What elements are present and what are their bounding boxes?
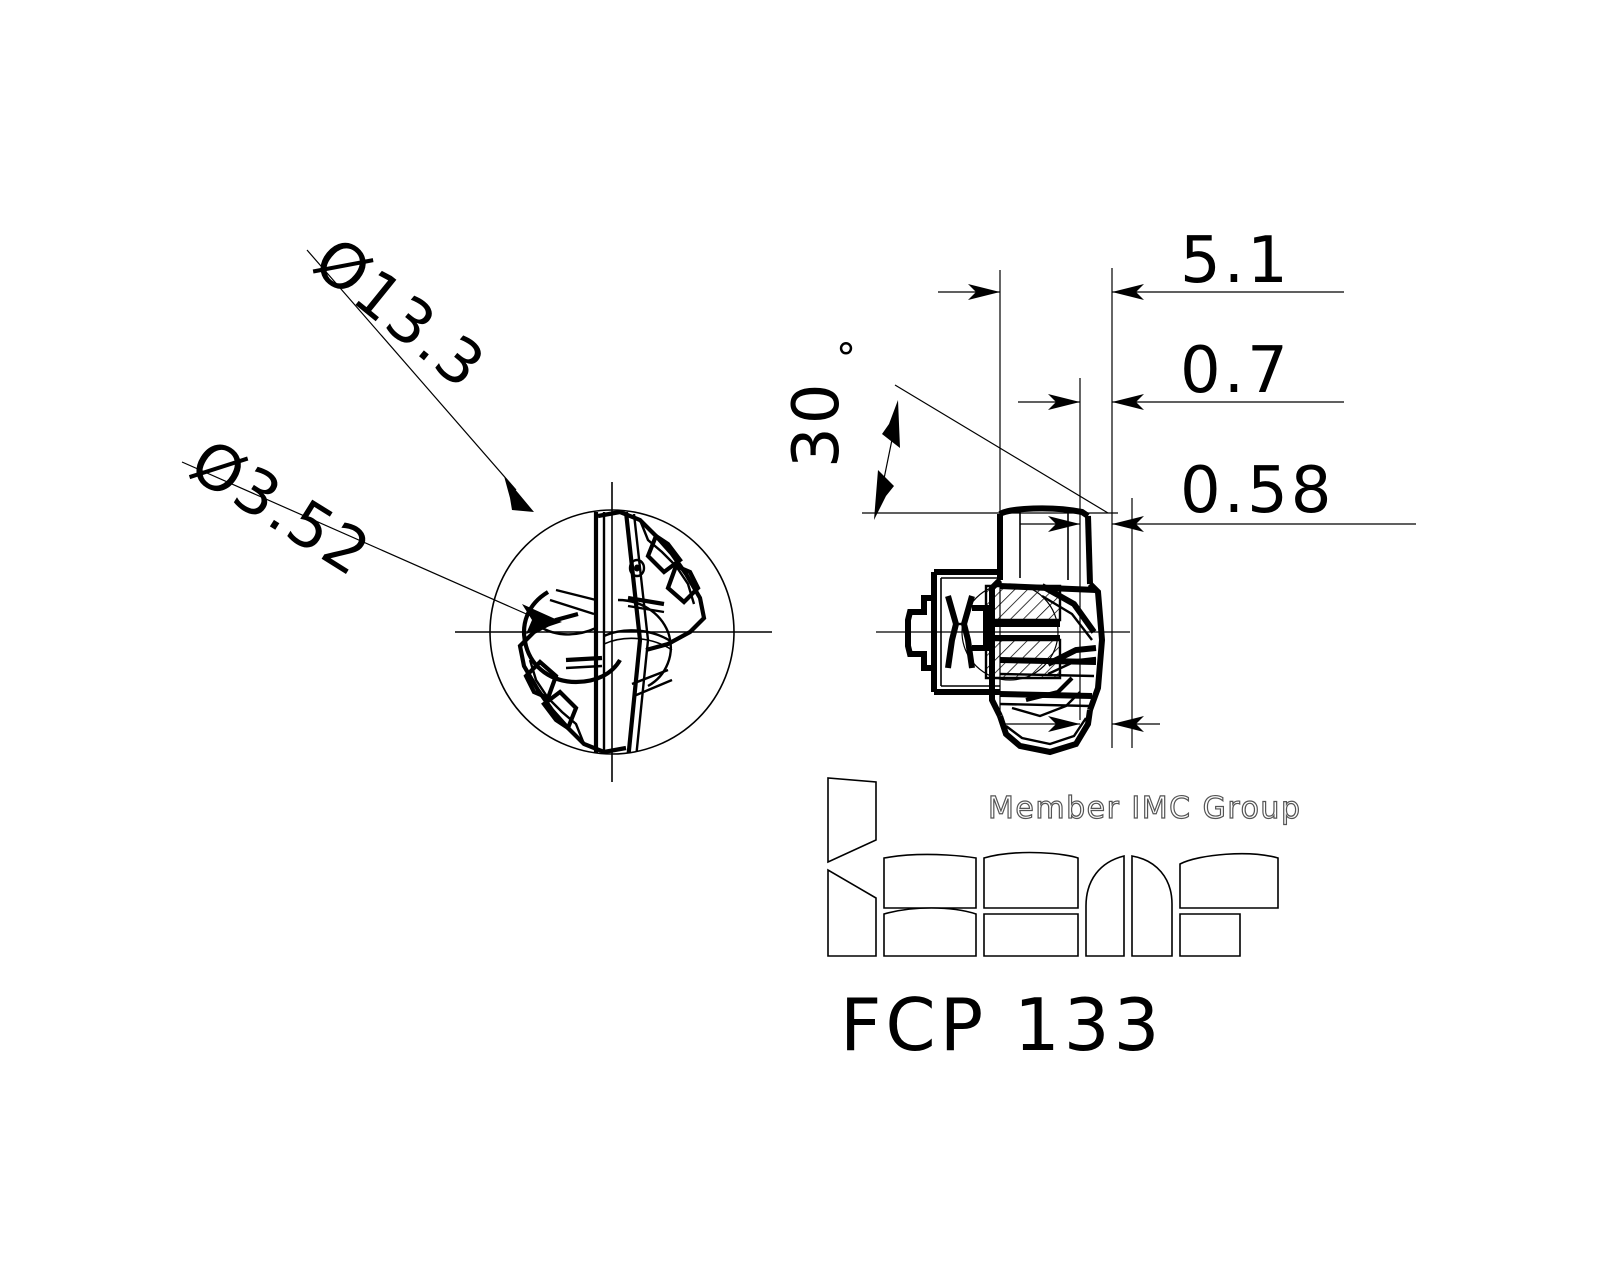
lower-left-lobe-inner [528, 659, 586, 745]
dimension-annotations [938, 268, 1416, 748]
insert-top-edge [998, 505, 1090, 519]
rib-line-4 [627, 604, 665, 614]
side-view-geometry [862, 384, 1130, 756]
web-line-3 [631, 668, 669, 686]
angle-inclined-line [894, 384, 1109, 514]
upper-right-chip-face [645, 532, 683, 575]
label-angle-30: 30 [780, 381, 854, 468]
flute-edge-3 [623, 511, 643, 754]
leader-line-dia-13-3 [306, 249, 517, 491]
torx-left [945, 595, 960, 669]
screw-head-profile [905, 595, 934, 671]
dim-arrow-5-1-right [1112, 284, 1144, 300]
part-number-label: FCP 133 [840, 983, 1163, 1067]
label-diameter-13-3: Ø13.3 [301, 223, 500, 404]
bore-circle [961, 583, 1059, 681]
logo-glyph-a-left [1085, 854, 1125, 957]
logo-glyph-i-dot [827, 777, 877, 864]
leader-line-dia-3-52 [181, 461, 541, 621]
logo-glyph-c-top [983, 851, 1079, 909]
web-line-2 [549, 598, 595, 616]
torx-right [960, 595, 975, 669]
hatch-region-upper [986, 586, 1060, 620]
logo-glyph-i-stem [827, 868, 877, 957]
dim-arrow-5-1-left [968, 284, 1000, 300]
leader-arrow-dia-13-3 [504, 476, 534, 512]
screw-shoulder [972, 605, 989, 651]
label-dim-5-1: 5.1 [1180, 224, 1291, 298]
label-diameter-3-52: Ø3.52 [178, 425, 384, 591]
coolant-hole-center [634, 564, 640, 572]
insert-bottom-profile [997, 709, 1093, 756]
dim-arrow-0-58-left [1048, 516, 1080, 532]
logo-tagline: Member IMC Group [988, 791, 1301, 826]
upper-right-chip-face-2 [665, 563, 701, 605]
insert-right-wall-upper [1085, 515, 1093, 585]
logo-glyph-a-right [1131, 855, 1173, 957]
label-dim-0-58: 0.58 [1180, 454, 1335, 528]
lower-left-chip-face [541, 689, 579, 732]
rib-line-2 [565, 664, 603, 670]
logo-glyph-r-bottom [1179, 913, 1241, 957]
label-dim-0-7: 0.7 [1180, 334, 1291, 408]
web-line-1 [555, 588, 597, 602]
upper-right-lobe-inner [638, 519, 696, 605]
angle-arrow-lower [874, 470, 894, 520]
leader-arrow-dia-3-52 [522, 604, 562, 634]
insert-bottom-flute-2 [1025, 676, 1074, 703]
logo-glyph-r-top [1179, 852, 1279, 909]
label-angle-degree-symbol: ° [836, 336, 856, 382]
insert-body-geometry [517, 510, 707, 754]
front-view-geometry [181, 249, 772, 782]
hatch-outline-upper [984, 584, 1062, 622]
logo-glyph-c-bottom [983, 913, 1079, 957]
dim-arrow-nose-left [1048, 716, 1080, 732]
insert-bottom-flute [1011, 691, 1081, 718]
angle-arrow-upper [882, 400, 900, 448]
chip-curve-2 [603, 637, 673, 651]
web-line-4 [633, 678, 673, 698]
iscar-logo: Member IMC Group [827, 777, 1301, 957]
coolant-hole [628, 558, 646, 578]
logo-glyph-s-bottom [883, 907, 977, 957]
chip-curve-1 [603, 629, 673, 644]
step-line-5 [999, 702, 1091, 708]
dim-arrow-0-7-right [1112, 394, 1144, 410]
rib-line-3 [627, 595, 665, 607]
logo-glyph-s-top [883, 853, 977, 909]
dim-arrow-nose-right [1112, 716, 1144, 732]
dim-arrow-0-58-right [1112, 516, 1144, 532]
lower-left-chip-face-2 [523, 659, 559, 701]
rib-line-1 [565, 655, 603, 663]
upper-right-lobe [597, 510, 707, 653]
hatch-region-lower [986, 640, 1060, 678]
insert-bottom-inner [1005, 717, 1087, 746]
dim-arrow-0-7-left [1048, 394, 1080, 410]
